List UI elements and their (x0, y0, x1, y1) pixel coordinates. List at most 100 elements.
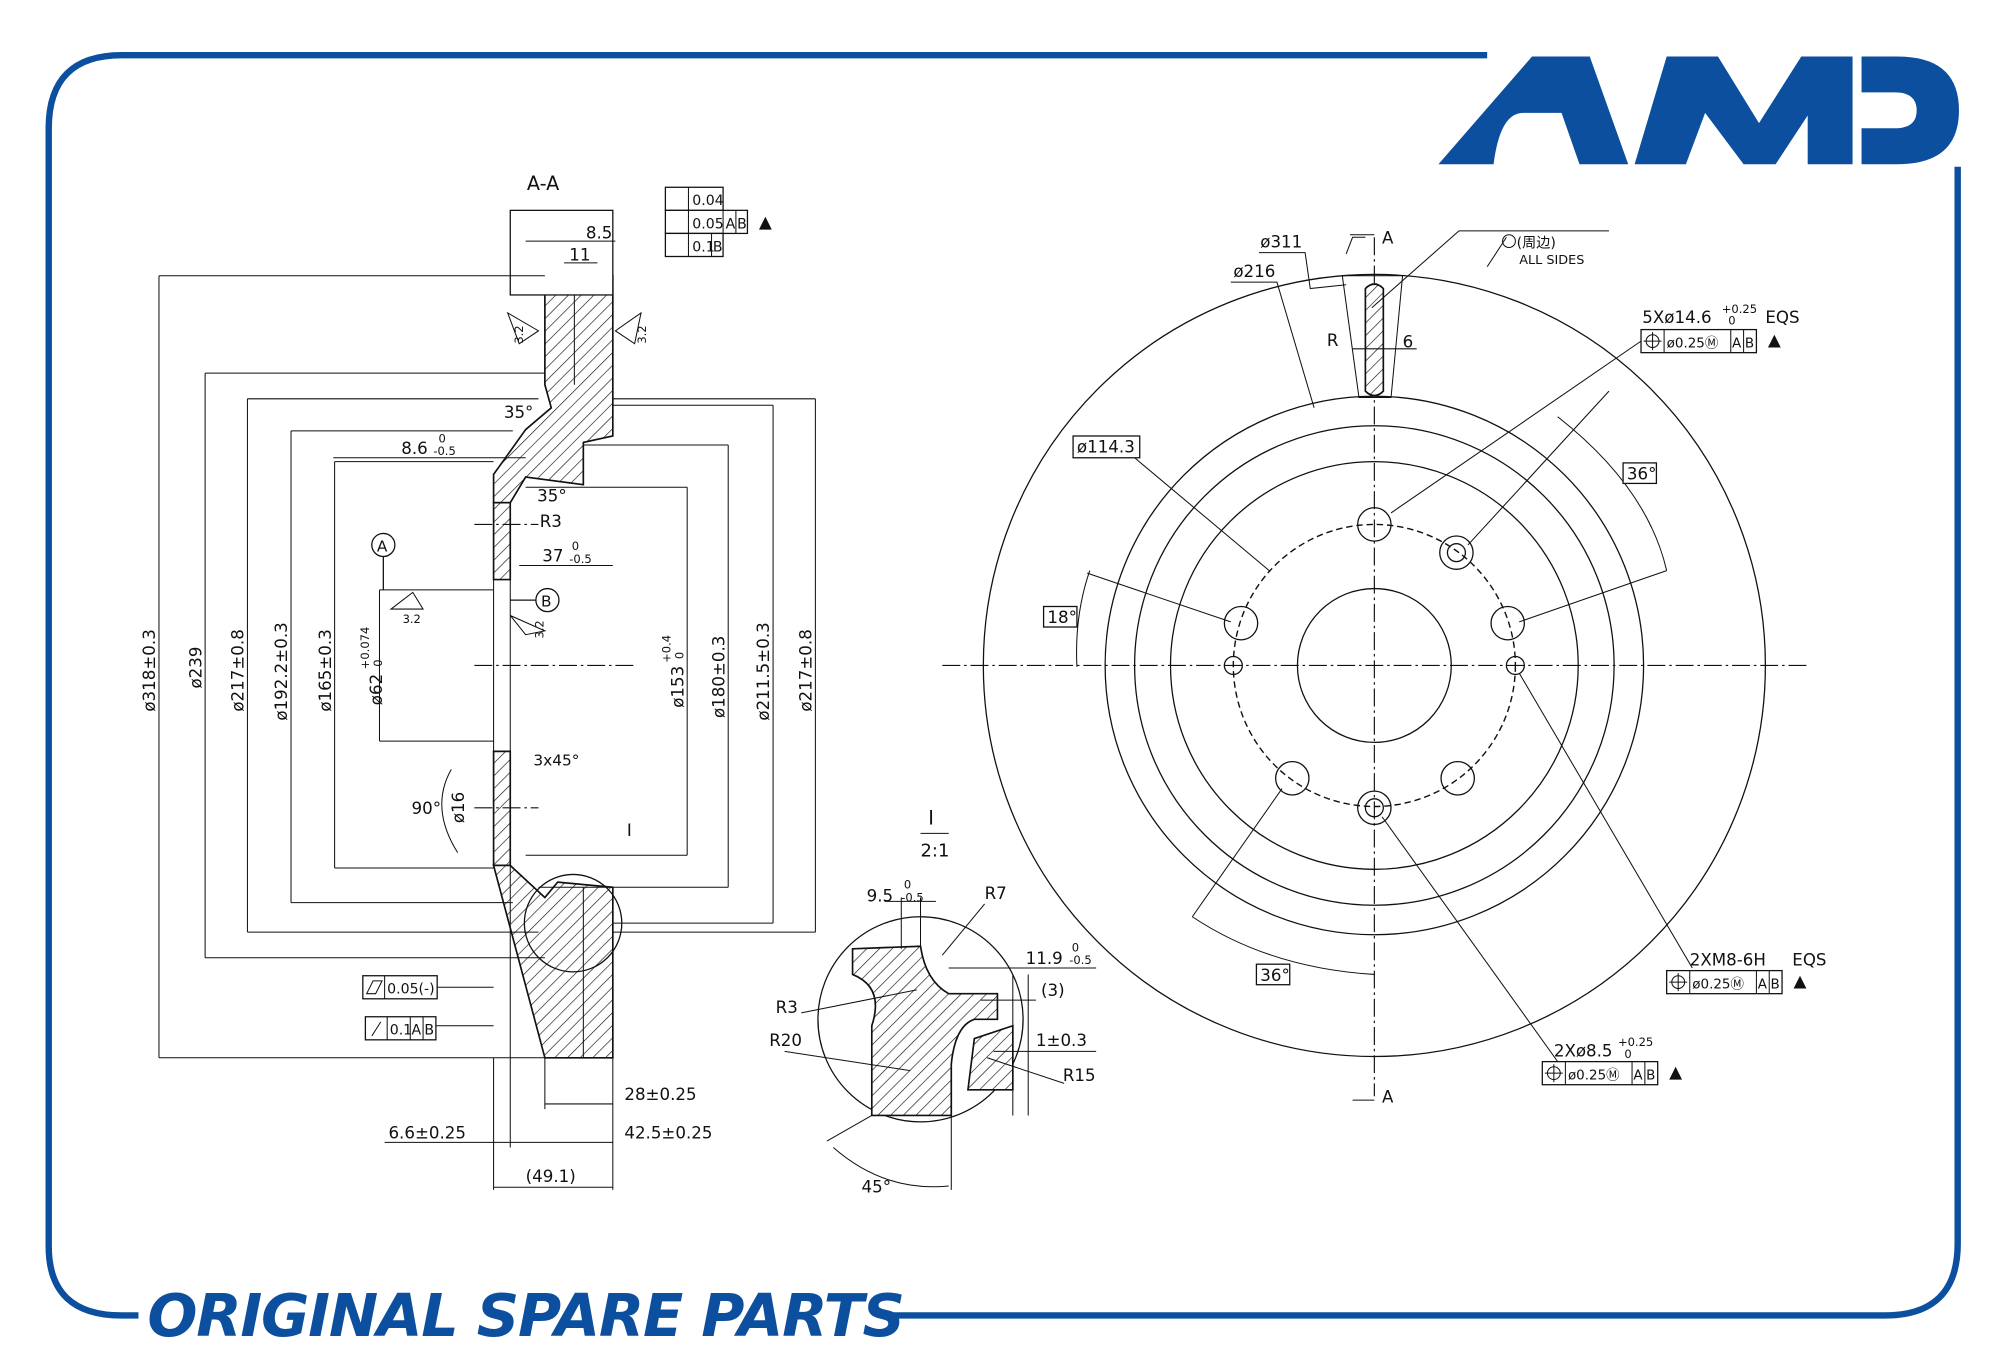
datum-b-ref: B (713, 239, 723, 255)
position-tolerance-frame-2x: ø0.25Ⓜ A B (1541, 1060, 1683, 1086)
holes-5x-upper-tol: +0.25 (1722, 302, 1757, 316)
flatness-value: 0.04 (692, 193, 723, 209)
detail-angle-45: 45° (862, 1177, 892, 1196)
datum-a-label: A (377, 537, 388, 555)
datum-a-ref: A (1758, 978, 1768, 993)
angle-18: 18° (1047, 608, 1077, 627)
position-tolerance-frame-5x: ø0.25Ⓜ A B (1640, 328, 1781, 354)
detail-dim-9-5-upper-tol: 0 (904, 878, 911, 892)
diameter-16: ø16 (449, 792, 468, 823)
diameter-165: ø165±0.3 (316, 629, 335, 711)
diameter-62: ø62 (367, 674, 386, 705)
dim-8-6-upper-tol: 0 (438, 431, 445, 445)
detail-r3: R3 (776, 998, 798, 1017)
flatness-bottom-value: 0.05(-) (387, 982, 434, 998)
dim-28: 28±0.25 (624, 1085, 696, 1104)
section-mark-top: A (1382, 229, 1394, 248)
outer-edge-318 (982, 273, 1767, 1058)
detail-dim-1: 1±0.3 (1036, 1031, 1087, 1050)
pcd-label: ø114.3 (1077, 438, 1135, 457)
detail-r7: R7 (985, 884, 1007, 903)
tolerance-frame-flatness: 0.05(-) (362, 975, 494, 1000)
section-view: A-A 0.04 0.05 A B 0.1 B 8.5 11 3.2 3.2 (140, 172, 816, 1190)
right-diameter-dims: ø153 +0.4 0 ø180±0.3 ø211.5±0.3 ø217±0.8 (525, 398, 816, 933)
detail-label: I (928, 806, 934, 829)
holes-2x-lower-tol: 0 (1624, 1047, 1631, 1061)
position-tol-value: ø0.25Ⓜ (1568, 1068, 1620, 1084)
diameter-318: ø318±0.3 (140, 629, 159, 711)
roughness-right: 3.2 (635, 325, 649, 343)
diameter-217-left: ø217±0.8 (229, 629, 248, 711)
footer-tagline: ORIGINAL SPARE PARTS (147, 1281, 903, 1350)
dim-37-lower-tol: -0.5 (569, 552, 591, 566)
diameter-180: ø180±0.3 (709, 636, 728, 718)
detail-profile (851, 945, 999, 1117)
datum-b-ref: B (1646, 1069, 1655, 1084)
detail-dim-11-9-lower-tol: -0.5 (1069, 953, 1091, 967)
detail-dim-11-9: 11.9 (1026, 949, 1063, 968)
runout-bottom-value: 0.1 (390, 1023, 412, 1039)
diameter-192: ø192.2±0.3 (272, 622, 291, 720)
threads-eqs: EQS (1792, 950, 1826, 969)
slot-width-6: 6 (1403, 333, 1414, 352)
tolerance-frame-top: 0.04 0.05 A B 0.1 B (664, 186, 772, 258)
radius-r3: R3 (540, 512, 562, 531)
detail-r20: R20 (769, 1031, 802, 1050)
position-tolerance-frame-m8: ø0.25Ⓜ A B (1666, 969, 1807, 995)
amd-logo (1438, 56, 1959, 165)
tolerance-frame-runout: 0.1 A B (364, 1016, 494, 1041)
datum-a-ref: A (412, 1023, 422, 1039)
left-diameter-dims: ø318±0.3 ø239 ø217±0.8 ø192.2±0.3 ø165±0… (140, 275, 545, 1059)
disc-profile-flange (492, 501, 512, 867)
detail-view: I 2:1 9.5 0 -0.5 R7 11.9 0 -0.5 (3) R3 R… (769, 806, 1097, 1196)
detail-scale: 2:1 (921, 841, 950, 862)
diameter-216: ø216 (1233, 262, 1275, 281)
wheel-bolt-holes (1223, 507, 1526, 826)
holes-2x-label: 2Xø8.5 (1554, 1042, 1613, 1061)
datum-b-ref: B (1745, 337, 1754, 352)
datum-b-label: B (541, 593, 552, 611)
position-tol-value: ø0.25Ⓜ (1667, 336, 1719, 352)
datum-b-ref: B (737, 216, 747, 232)
detail-dim-3: (3) (1041, 981, 1065, 1000)
all-sides-label: ALL SIDES (1519, 253, 1584, 268)
disc-profile-top (492, 274, 614, 504)
diameter-211: ø211.5±0.3 (754, 622, 773, 720)
dim-42-5: 42.5±0.25 (624, 1124, 712, 1143)
position-tol-value: ø0.25Ⓜ (1692, 977, 1744, 993)
roughness-left: 3.2 (512, 325, 526, 343)
angle-35-bottom: 35° (537, 486, 567, 505)
holes-5x-lower-tol: 0 (1728, 313, 1735, 327)
diameter-153-upper-tol: +0.4 (660, 635, 674, 663)
slot-radius: R (1327, 331, 1339, 350)
all-sides-cn: (周边) (1517, 236, 1556, 252)
chamfer-label: 3x45° (533, 751, 579, 769)
roughness-flange: 3.2 (533, 620, 547, 638)
datum-a-ref: A (726, 216, 736, 232)
front-view: A A ø311 ø216 (周边) ALL SIDES R 6 5Xø14.6… (942, 229, 1827, 1107)
section-mark-bottom: A (1382, 1088, 1394, 1107)
angle-35-top: 35° (504, 403, 534, 422)
dim-8-6-lower-tol: -0.5 (433, 444, 455, 458)
diameter-153: ø153 (668, 666, 687, 708)
dim-49-1: (49.1) (526, 1167, 576, 1186)
runout-value: 0.05 (692, 216, 723, 232)
detail-dim-9-5: 9.5 (867, 886, 893, 905)
pitch-circle (1232, 523, 1517, 808)
disc-profile-bottom (492, 864, 614, 1059)
datum-b-ref: B (424, 1023, 434, 1039)
section-title: A-A (527, 172, 559, 195)
diameter-62-upper-tol: +0.074 (358, 627, 372, 670)
frame-border (45, 52, 1961, 1319)
angle-36-bottom: 36° (1260, 966, 1290, 985)
holes-2x-upper-tol: +0.25 (1618, 1035, 1653, 1049)
holes-5x-label: 5Xø14.6 (1642, 308, 1711, 327)
dim-6-6: 6.6±0.25 (388, 1124, 466, 1143)
diameter-217-right: ø217±0.8 (797, 629, 816, 711)
diameter-239: ø239 (186, 647, 205, 689)
detail-dim-9-5-lower-tol: -0.5 (901, 890, 923, 904)
diameter-62-lower-tol: 0 (371, 659, 385, 666)
dim-37-upper-tol: 0 (572, 539, 579, 553)
parallel-value: 0.1 (692, 239, 714, 255)
